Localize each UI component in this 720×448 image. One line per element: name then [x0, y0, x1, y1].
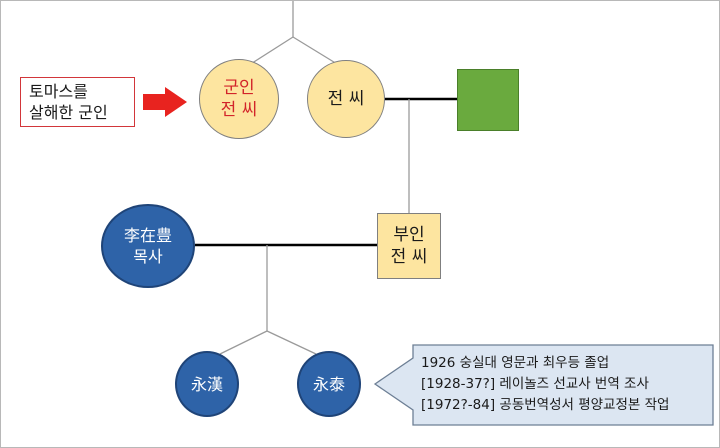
- pastor-lee-text: 李在豊 목사: [123, 226, 172, 266]
- note-line: [1928-37?] 레이놀즈 선교사 번역 조사: [421, 376, 649, 392]
- pastor-lee-node: 李在豊 목사: [101, 204, 195, 288]
- note-line: [1972?-84] 공동번역성서 평양교정본 작업: [421, 397, 670, 413]
- young-tae-text: 永泰: [312, 374, 345, 394]
- children-branch-right: [266, 330, 317, 355]
- soldier-jeon-text: 군인 전 씨: [220, 78, 258, 120]
- note-line: 1926 숭실대 영문과 최우등 졸업: [421, 355, 610, 371]
- young-han-text: 永漢: [190, 374, 223, 394]
- red-arrow-icon: [143, 87, 187, 117]
- wife-jeon-text: 부인 전 씨: [390, 225, 428, 267]
- children-branch-left: [219, 330, 268, 355]
- jeon-node: 전 씨: [307, 60, 385, 138]
- jeon-text: 전 씨: [327, 89, 365, 109]
- young-tae-node: 永泰: [297, 351, 361, 417]
- spouse-square-node: [457, 69, 519, 131]
- note-callout: [373, 344, 714, 426]
- young-han-node: 永漢: [175, 351, 239, 417]
- biography-note: 1926 숭실대 영문과 최우등 졸업 [1928-37?] 레이놀즈 선교사 …: [413, 347, 711, 423]
- soldier-jeon-node: 군인 전 씨: [199, 59, 279, 139]
- wife-jeon-node: 부인 전 씨: [377, 213, 441, 279]
- soldier-label-box: 토마스를 살해한 군인: [20, 77, 135, 127]
